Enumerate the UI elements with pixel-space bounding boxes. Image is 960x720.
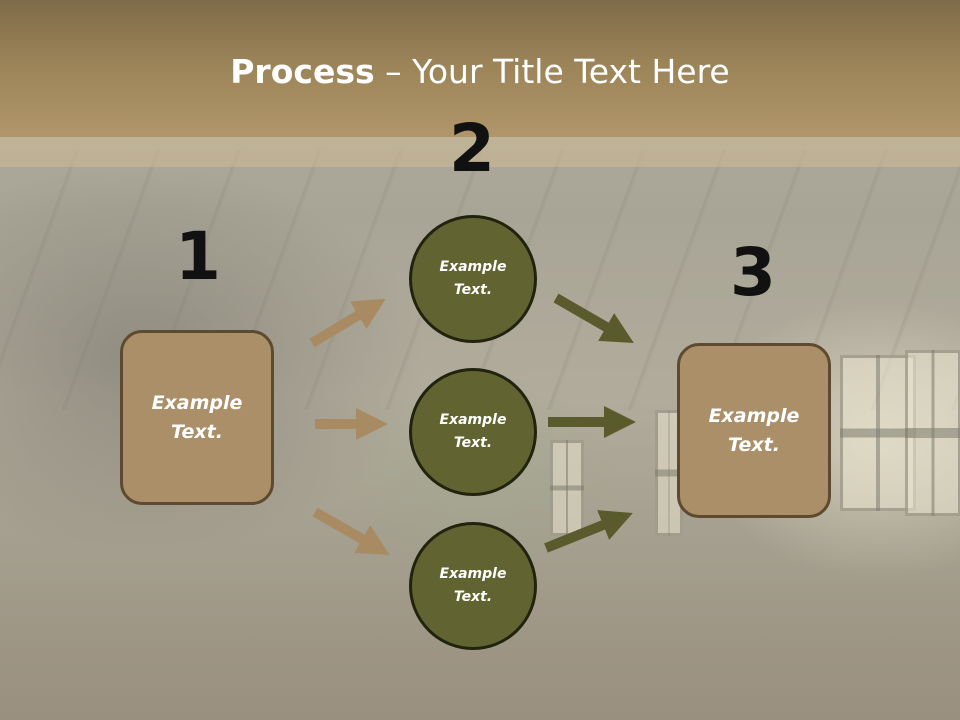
background-window	[655, 410, 683, 536]
step-3-box: Example Text.	[677, 343, 831, 518]
title-rest: – Your Title Text Here	[374, 52, 730, 91]
step-2-node-middle: Example Text.	[409, 368, 537, 496]
background-window	[550, 440, 584, 536]
arrow-2-top-to-3	[553, 293, 634, 344]
header-band	[0, 0, 960, 137]
step-3-label: Example Text.	[708, 404, 800, 456]
step-2-node-middle-label: Example Text.	[439, 412, 507, 451]
arrow-2-bottom-to-3	[544, 510, 633, 553]
step-number-2: 2	[449, 110, 495, 187]
arrow-1-to-2-bottom	[312, 507, 390, 555]
step-2-node-bottom-label: Example Text.	[439, 566, 507, 605]
header-strip	[0, 137, 960, 167]
arrow-1-to-2-top	[309, 298, 386, 348]
step-2-node-top: Example Text.	[409, 215, 537, 343]
background-window	[905, 350, 960, 516]
step-number-3: 3	[730, 234, 776, 311]
step-number-1: 1	[175, 218, 221, 295]
step-2-node-bottom: Example Text.	[409, 522, 537, 650]
title-strong: Process	[230, 52, 375, 91]
step-1-box: Example Text.	[120, 330, 274, 505]
step-1-label: Example Text.	[151, 391, 243, 443]
step-2-node-top-label: Example Text.	[439, 259, 507, 298]
slide-title: Process – Your Title Text Here	[0, 52, 960, 91]
